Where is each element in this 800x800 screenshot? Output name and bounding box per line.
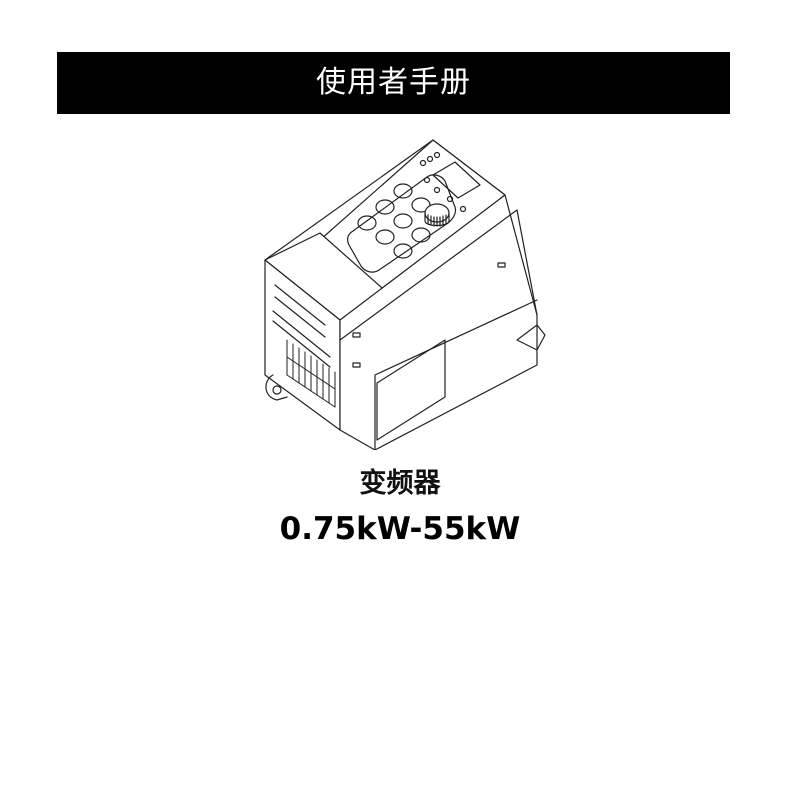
power-range: 0.75kW-55kW <box>279 511 521 547</box>
product-name: 变频器 <box>359 468 441 499</box>
title-banner: 使用者手册 <box>57 52 730 114</box>
manual-title: 使用者手册 <box>316 65 471 100</box>
inverter-illustration <box>255 135 550 451</box>
